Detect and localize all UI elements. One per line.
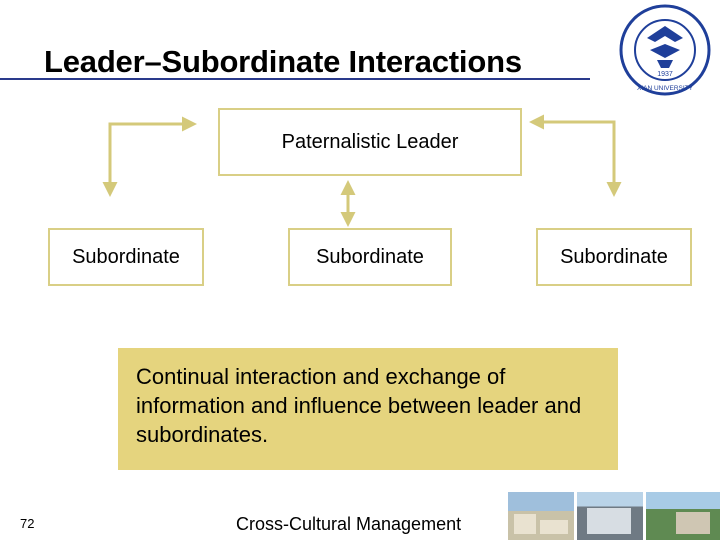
campus-photo-strip: [508, 492, 720, 540]
footer-text: Cross-Cultural Management: [236, 514, 462, 534]
university-seal-icon: 1937 XIAN UNIVERSITY: [619, 4, 711, 96]
leader-box: Paternalistic Leader: [218, 108, 522, 176]
right-connector-arrow: [529, 114, 622, 197]
subordinate-label: Subordinate: [560, 245, 668, 268]
campus-photo-3: [646, 492, 720, 540]
subordinate-label: Subordinate: [72, 245, 180, 268]
subordinate-box-right: Subordinate: [536, 228, 692, 286]
interaction-description: Continual interaction and exchange of in…: [118, 348, 618, 470]
subordinate-label: Subordinate: [316, 245, 424, 268]
left-connector-arrow: [102, 116, 197, 197]
title-underline: [0, 78, 590, 80]
campus-photo-1: [508, 492, 574, 540]
slide-title: Leader–Subordinate Interactions: [44, 44, 522, 79]
page-number: 72: [20, 516, 35, 531]
campus-photo-2: [577, 492, 643, 540]
logo-inscription: XIAN UNIVERSITY: [637, 85, 694, 92]
logo-year: 1937: [657, 71, 673, 78]
leader-label: Paternalistic Leader: [281, 130, 459, 153]
subordinate-box-center: Subordinate: [288, 228, 452, 286]
subordinate-box-left: Subordinate: [48, 228, 204, 286]
